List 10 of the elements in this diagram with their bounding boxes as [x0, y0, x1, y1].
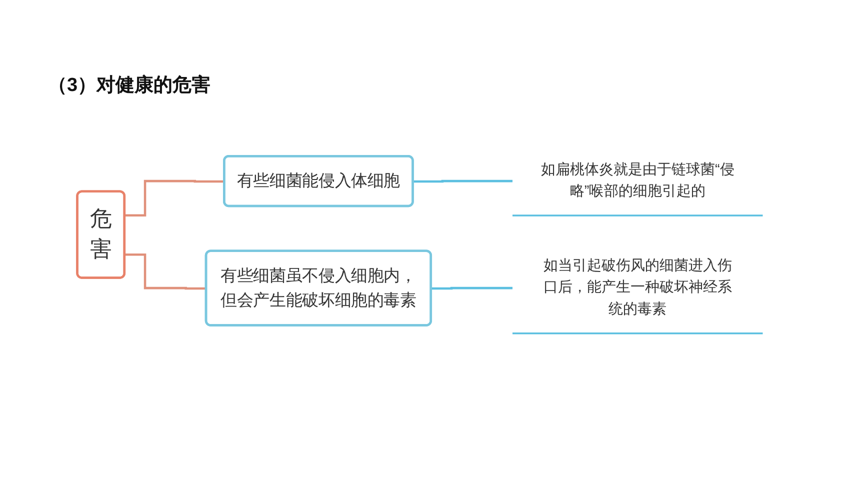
connector-line: [124, 253, 206, 290]
branch-box: 有些细菌能侵入体细胞: [223, 155, 414, 208]
heading: （3）对健康的危害: [48, 74, 211, 98]
branch-box: 有些细菌虽不侵入细胞内，但会产生能破坏细胞的毒素: [204, 250, 432, 326]
example-text: 如扁桃体炎就是由于链球菌“侵略”喉部的细胞引起的: [512, 162, 763, 216]
connector-line: [413, 180, 512, 183]
connector-line: [124, 180, 225, 217]
topic-box: 危害: [76, 190, 126, 279]
example-text: 如当引起破伤风的细菌进入伤口后，能产生一种破坏神经系统的毒素: [512, 258, 763, 334]
connector-line: [431, 286, 512, 290]
